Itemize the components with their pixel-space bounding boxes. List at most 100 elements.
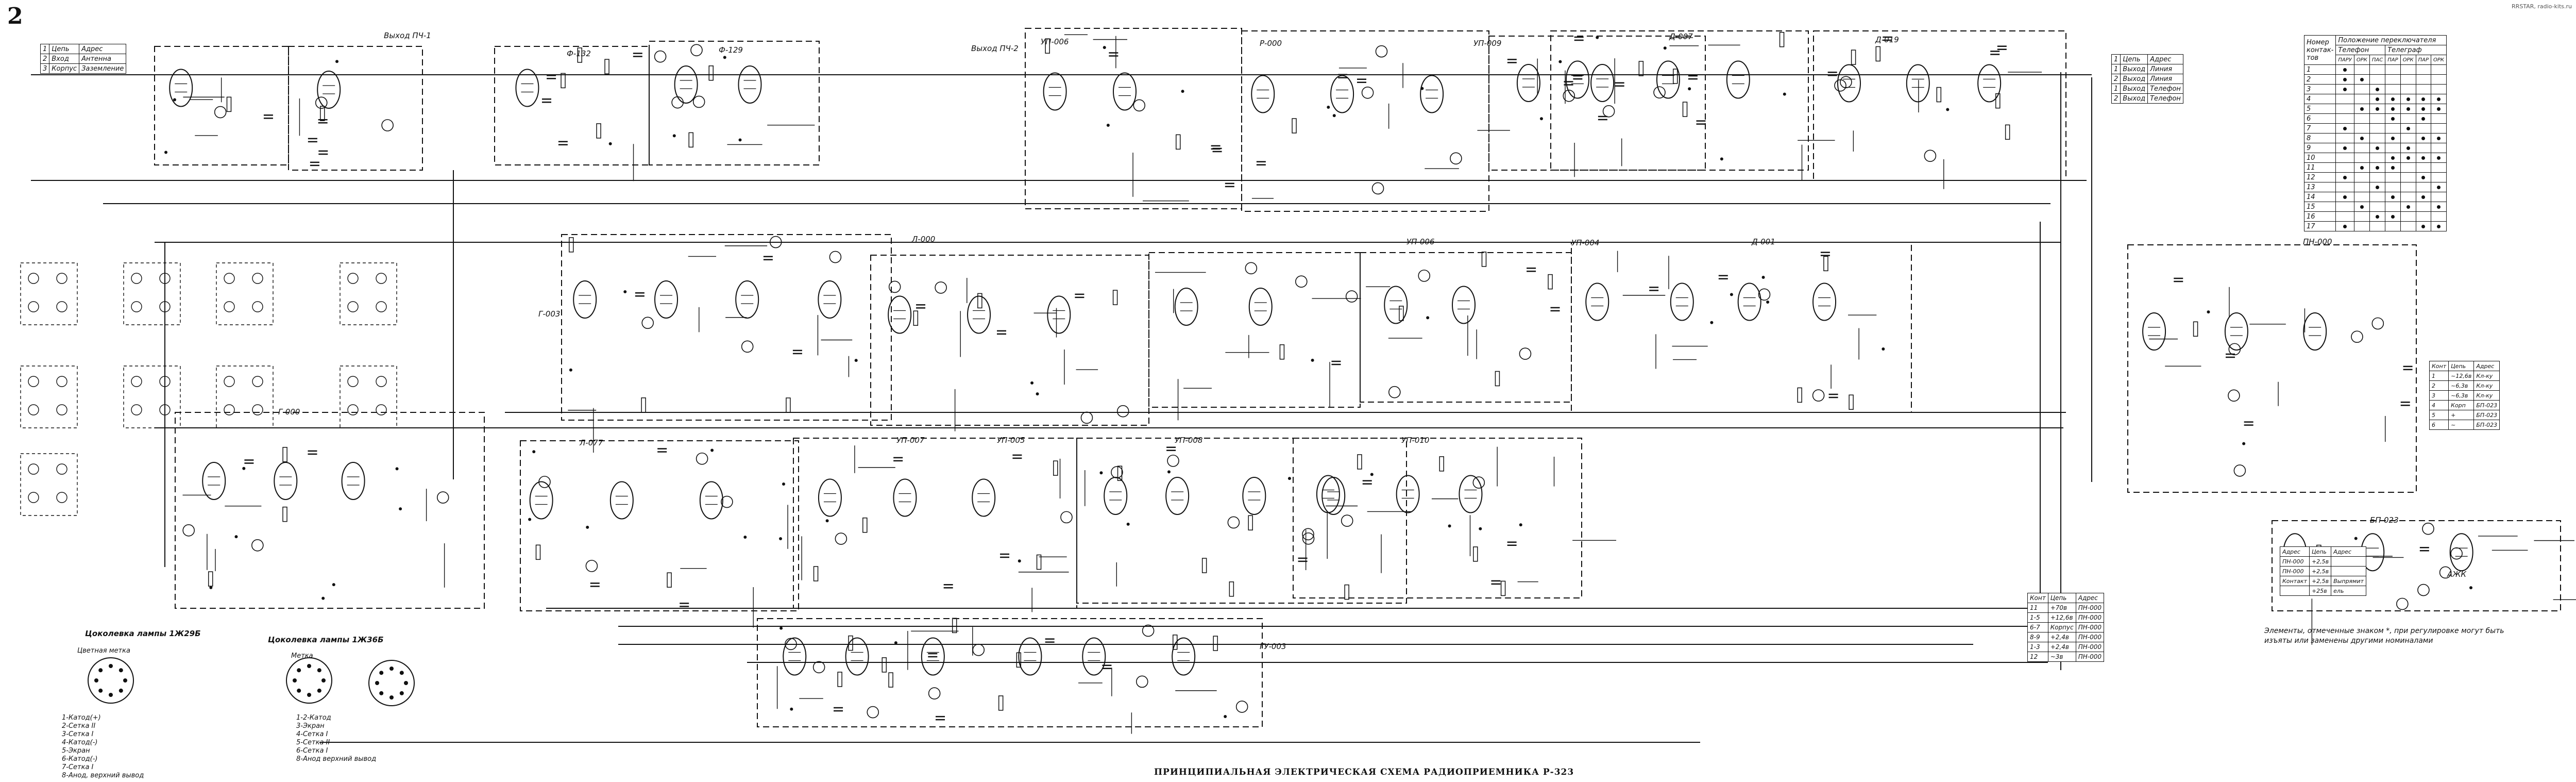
table-cell: [2353, 64, 2370, 75]
contact-dot: [2360, 165, 2364, 170]
table-cell: [2353, 84, 2370, 94]
table-row: 1: [2303, 64, 2447, 75]
table-cell: [2400, 221, 2416, 231]
table-row: 15: [2303, 202, 2447, 212]
table-cell: ПН-000: [2075, 632, 2105, 642]
table-cell: [2400, 202, 2416, 212]
contact-dot: [2437, 205, 2441, 209]
contact-dot: [2421, 224, 2426, 228]
contact-dot: [2343, 146, 2347, 150]
table-cell: Выход: [2120, 93, 2148, 104]
contact-dot: [2437, 136, 2441, 140]
table-cell: +70в: [2047, 603, 2076, 613]
table-cell: [2369, 202, 2386, 212]
contact-dot: [2437, 156, 2441, 160]
table-cell: Адрес: [79, 44, 127, 54]
table-cell: ~6,3в: [2448, 380, 2475, 391]
block-label: УП-005: [997, 436, 1025, 445]
table-cell: 1-3: [2027, 642, 2048, 652]
table-cell: [2335, 113, 2354, 124]
table-cell: Антенна: [79, 54, 127, 64]
socket-1zh36b-caption: Цоколевка лампы 1Ж36Б: [268, 635, 384, 644]
table-row: 2: [2303, 74, 2447, 85]
table-cell: [2385, 94, 2401, 104]
table-cell: Телефон: [2147, 84, 2183, 94]
table-cell: [2431, 211, 2447, 222]
table-cell: 4: [2303, 94, 2336, 104]
table-cell: [2335, 202, 2354, 212]
table-cell: [2385, 162, 2401, 173]
table-cell: 7: [2303, 123, 2336, 134]
table-cell: Кл-ку: [2473, 380, 2500, 391]
table-cell: [2385, 84, 2401, 94]
table-cell: 4: [2429, 400, 2449, 410]
table-row: 6~БП-023: [2429, 420, 2500, 430]
table-cell: [2353, 74, 2370, 85]
table-cell: [2280, 586, 2310, 596]
table-cell: 14: [2303, 192, 2336, 202]
table-cell: Цепь: [2448, 361, 2475, 371]
table-row: ПН-000+2,5в: [2280, 566, 2367, 576]
table-cell: [2335, 182, 2354, 192]
table-cell: [2353, 221, 2370, 231]
table-cell: 2: [2111, 93, 2121, 104]
block-label: ПН-000: [2303, 237, 2332, 246]
table-row: 6: [2303, 113, 2447, 124]
pin-label: 6-Сетка I: [296, 747, 328, 755]
table-cell: [2431, 113, 2447, 124]
pin-label: 4-Катод(-): [62, 739, 98, 746]
table-cell: Адрес: [2331, 546, 2367, 557]
contact-dot: [2391, 195, 2395, 199]
table-row: 9: [2303, 143, 2447, 153]
page-number: 2: [7, 3, 23, 29]
table-row: 16: [2303, 211, 2447, 222]
table-cell: 1-5: [2027, 612, 2048, 623]
table-cell: 2: [40, 54, 50, 64]
table-cell: Корпус: [2047, 622, 2076, 633]
table-cell: [2415, 211, 2432, 222]
table-cell: [2369, 192, 2386, 202]
contact-dot: [2343, 77, 2347, 81]
contact-dot: [2437, 97, 2441, 101]
table-cell: [2335, 74, 2354, 85]
table-cell: 13: [2303, 182, 2336, 192]
table-cell: [2353, 202, 2370, 212]
table-cell: [2415, 162, 2432, 173]
table-cell: Адрес: [2075, 593, 2105, 603]
block-label: УП-004: [1571, 238, 1600, 247]
table-cell: 1: [2111, 54, 2121, 64]
pin-label: 6-Катод(-): [62, 755, 98, 763]
table-cell: ПН-000: [2075, 622, 2105, 633]
table-cell: 1: [2111, 84, 2121, 94]
table-cell: ПН-000: [2075, 612, 2105, 623]
table-cell: [2353, 162, 2370, 173]
block-label: Ф-129: [719, 45, 743, 55]
table-cell: БП-023: [2473, 420, 2500, 430]
contact-dot: [2360, 205, 2364, 209]
table-row: 12: [2303, 172, 2447, 182]
block-label: Г-003: [538, 309, 561, 319]
table-cell: [2400, 143, 2416, 153]
contact-dot: [2343, 224, 2347, 228]
table-cell: 11: [2303, 162, 2336, 173]
pin-label: 3-Сетка I: [62, 730, 94, 738]
table-cell: ПАРУ: [2335, 55, 2354, 65]
pin-label: 1-Катод(+): [62, 714, 101, 722]
table-cell: 16: [2303, 211, 2336, 222]
contact-dot: [2343, 126, 2347, 130]
table-cell: 9: [2303, 143, 2336, 153]
table-cell: [2415, 74, 2432, 85]
table-row: ПН-000+2,5в: [2280, 556, 2367, 567]
table-cell: ель: [2331, 586, 2367, 596]
block-label: Р-000: [1260, 39, 1282, 48]
